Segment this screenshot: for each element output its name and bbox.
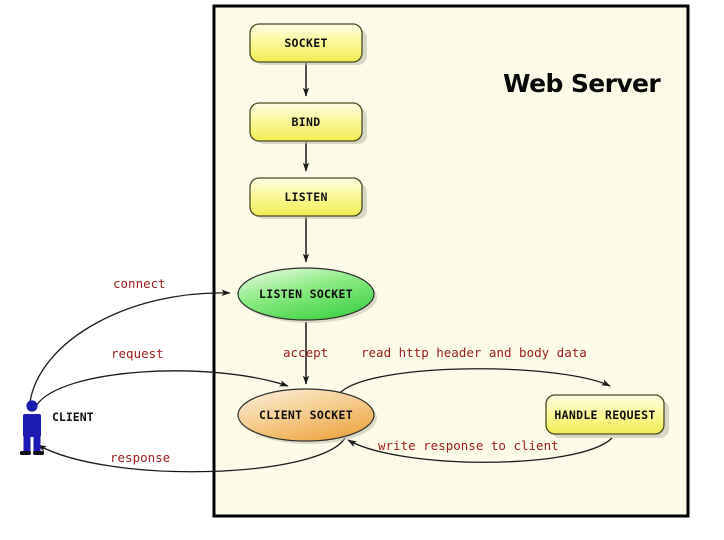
edge-request: request bbox=[35, 346, 289, 407]
node-bind[interactable]: BIND bbox=[249, 102, 367, 144]
edge-label-connect: connect bbox=[113, 276, 166, 291]
edge-label-response: response bbox=[110, 450, 170, 465]
edge-write-response: write response to client bbox=[347, 437, 613, 463]
edge-connect: connect bbox=[29, 276, 231, 403]
node-listen-socket-label: LISTEN SOCKET bbox=[259, 287, 353, 301]
node-listen-label: LISTEN bbox=[284, 190, 327, 204]
node-socket[interactable]: SOCKET bbox=[249, 23, 367, 65]
edge-label-write-response: write response to client bbox=[378, 438, 559, 453]
edge-label-read-http: read http header and body data bbox=[361, 345, 587, 360]
node-socket-label: SOCKET bbox=[284, 36, 327, 50]
edge-listen-socket-to-client-socket: accept bbox=[283, 322, 328, 385]
edge-read-http: read http header and body data bbox=[339, 345, 611, 394]
node-bind-label: BIND bbox=[292, 115, 321, 129]
web-server-title: Web Server bbox=[503, 69, 661, 98]
node-listen-socket[interactable]: LISTEN SOCKET bbox=[237, 267, 377, 323]
person-icon bbox=[23, 400, 41, 454]
node-listen[interactable]: LISTEN bbox=[249, 177, 367, 219]
edge-response: response bbox=[37, 437, 346, 473]
node-handle-request[interactable]: HANDLE REQUEST bbox=[545, 394, 669, 438]
edge-label-accept: accept bbox=[283, 345, 328, 360]
node-handle-request-label: HANDLE REQUEST bbox=[554, 408, 655, 422]
client-actor[interactable]: CLIENT bbox=[20, 400, 94, 455]
person-feet-icon bbox=[20, 451, 44, 455]
client-actor-label: CLIENT bbox=[52, 410, 94, 424]
edge-label-request: request bbox=[111, 346, 164, 361]
node-client-socket[interactable]: CLIENT SOCKET bbox=[237, 388, 377, 444]
node-client-socket-label: CLIENT SOCKET bbox=[259, 408, 353, 422]
